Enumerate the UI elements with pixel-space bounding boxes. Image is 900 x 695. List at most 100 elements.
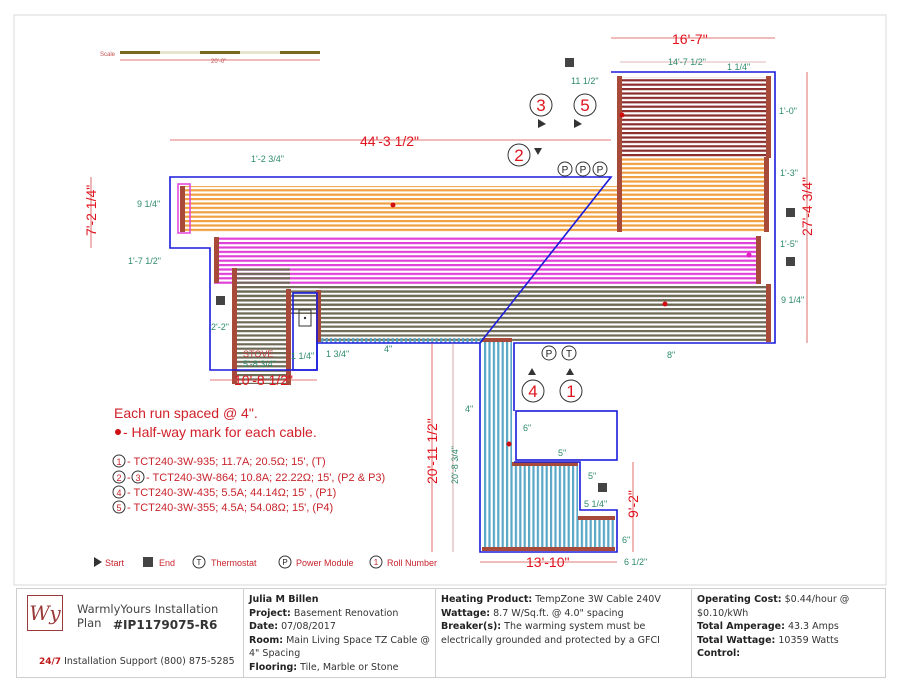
power-module-icon: P — [575, 161, 591, 177]
cable-row: 1- TCT240-3W-935; 11.7A; 20.5Ω; 15', (T) — [112, 454, 326, 468]
svg-text:4: 4 — [116, 488, 121, 498]
svg-text:1'-3": 1'-3" — [780, 168, 798, 178]
svg-text:2'-2": 2'-2" — [211, 322, 229, 332]
heating-runs — [177, 76, 771, 551]
svg-text:Thermostat: Thermostat — [211, 558, 257, 568]
roll-1-marker: 1 — [559, 368, 583, 403]
room-value: Main Living Space TZ Cable @ 4" Spacing — [249, 634, 430, 660]
svg-text:Scale: Scale — [100, 52, 116, 58]
end-icon — [565, 58, 574, 67]
dim-stove-area-width: 10'-8 1/2" — [234, 372, 293, 388]
svg-text:P: P — [597, 165, 604, 176]
svg-text:3: 3 — [536, 96, 545, 115]
dimension-lines — [90, 37, 808, 563]
project-value: Basement Renovation — [293, 607, 399, 619]
svg-text:- TCT240-3W-435; 5.5A; 44.14Ω;: - TCT240-3W-435; 5.5A; 44.14Ω; 15' , (P1… — [127, 487, 336, 499]
roll-number-icon — [369, 555, 383, 569]
svg-text:T: T — [197, 558, 202, 567]
customer-name: Julia M Billen — [249, 594, 319, 605]
svg-text:6 1/2": 6 1/2" — [624, 557, 647, 567]
svg-text:P: P — [546, 349, 553, 360]
halfway-note: - Half-way mark for each cable. — [123, 424, 317, 440]
dim-overall-height: 27'-4 3/4" — [799, 177, 815, 236]
outlet-icon — [298, 309, 312, 327]
svg-text:1: 1 — [116, 457, 121, 467]
svg-text:Roll Number: Roll Number — [387, 558, 437, 568]
roll-4-marker: 4 — [521, 368, 545, 403]
support-24-7-icon: 24/7 — [39, 657, 62, 667]
svg-text:1 1/4": 1 1/4" — [727, 62, 750, 72]
svg-text:End: End — [159, 558, 175, 568]
cable-row: 4 - TCT240-3W-435; 5.5A; 44.14Ω; 15' , (P… — [112, 485, 336, 499]
roll-2-marker: 2 — [507, 143, 542, 167]
svg-text:5": 5" — [588, 471, 596, 481]
svg-text:8": 8" — [667, 350, 675, 360]
svg-text:1'-5": 1'-5" — [780, 239, 798, 249]
cable-run-roll-4c — [578, 517, 615, 550]
wattage-value: 8.7 W/Sq.ft. @ 4.0" spacing — [493, 607, 624, 619]
svg-text:6": 6" — [523, 423, 531, 433]
svg-text:Start: Start — [105, 558, 125, 568]
end-icon — [786, 257, 795, 266]
end-icon — [598, 483, 607, 492]
svg-text:-: - — [127, 472, 131, 484]
dim-lower-width: 13'-10" — [526, 554, 569, 570]
svg-text:20'-8 3/4": 20'-8 3/4" — [450, 446, 460, 484]
svg-text:5": 5" — [558, 448, 566, 458]
cable-run-roll-5 — [618, 77, 770, 157]
svg-text:5: 5 — [116, 503, 121, 513]
warmlyyours-logo: Wy — [27, 595, 63, 631]
svg-text:1'-0": 1'-0" — [779, 106, 797, 116]
electrical-section: Operating Cost: $0.44/hour @ $0.10/kWh T… — [697, 594, 850, 659]
plan-title: WarmlyYours Installation Plan — [77, 602, 219, 630]
svg-text:20'-0": 20'-0" — [211, 59, 226, 65]
dim-lower-height: 20'-11 1/2" — [424, 418, 440, 484]
project-section: Julia M Billen Project: Basement Renovat… — [244, 589, 436, 677]
cable-run-roll-3 — [180, 157, 768, 232]
svg-text:11 1/2": 11 1/2" — [571, 76, 599, 86]
svg-text:1: 1 — [374, 558, 379, 567]
room-walls — [169, 71, 776, 553]
cable-row: 5- TCT240-3W-355; 4.5A; 54.08Ω; 15', (P4… — [112, 500, 333, 514]
cable-row: 2-3- TCT240-3W-864; 10.8A; 22.22Ω; 15', … — [112, 470, 385, 484]
svg-text:6": 6" — [622, 535, 630, 545]
svg-text:1: 1 — [566, 382, 575, 401]
end-icon — [786, 208, 795, 217]
svg-text:1 1/4": 1 1/4" — [291, 351, 314, 361]
dim-lower-right-height: 9'-2" — [625, 490, 641, 518]
svg-text:P: P — [562, 165, 569, 176]
roll-5-marker: 5 — [573, 93, 597, 128]
svg-text:5'-8 3/4": 5'-8 3/4" — [243, 359, 276, 369]
power-module-icon: P — [557, 161, 573, 177]
page-frame — [13, 14, 887, 586]
cost-value: $0.44/hour @ $0.10/kWh — [697, 594, 850, 619]
svg-text:2: 2 — [116, 473, 121, 483]
floor-plan-drawing: Scale 20'-0" — [13, 14, 887, 586]
total-wattage-value: 10359 Watts — [778, 634, 839, 646]
roll-3-marker: 3 — [529, 93, 553, 128]
svg-text:T: T — [566, 349, 572, 360]
flooring-value: Tile, Marble or Stone — [300, 661, 399, 673]
spacing-note: Each run spaced @ 4". — [114, 405, 258, 421]
svg-text:- TCT240-3W-864; 10.8A; 22.22Ω: - TCT240-3W-864; 10.8A; 22.22Ω; 15', (P2… — [146, 472, 385, 484]
title-block: Wy WarmlyYours Installation Plan #IP1179… — [16, 588, 886, 678]
stove-box — [292, 292, 318, 371]
svg-text:2: 2 — [514, 146, 523, 165]
end-icon — [143, 557, 153, 567]
cable-run-roll-2 — [214, 237, 760, 284]
power-module-icon: P — [541, 345, 557, 361]
svg-text:5 1/4": 5 1/4" — [584, 499, 607, 509]
svg-text:1'-7 1/2": 1'-7 1/2" — [128, 256, 161, 266]
thermostat-icon: T — [561, 345, 577, 361]
cable-list: 1- TCT240-3W-935; 11.7A; 20.5Ω; 15', (T)… — [112, 454, 385, 514]
power-modules: P P P P T — [541, 161, 608, 361]
end-icon — [216, 296, 225, 305]
svg-text:4": 4" — [465, 404, 473, 414]
stove-label: STOVE — [243, 349, 273, 359]
svg-text:1 3/4": 1 3/4" — [326, 349, 349, 359]
plan-number: #IP1179075-R6 — [113, 618, 218, 632]
svg-text:4: 4 — [528, 382, 537, 401]
halfway-marks — [390, 112, 752, 447]
